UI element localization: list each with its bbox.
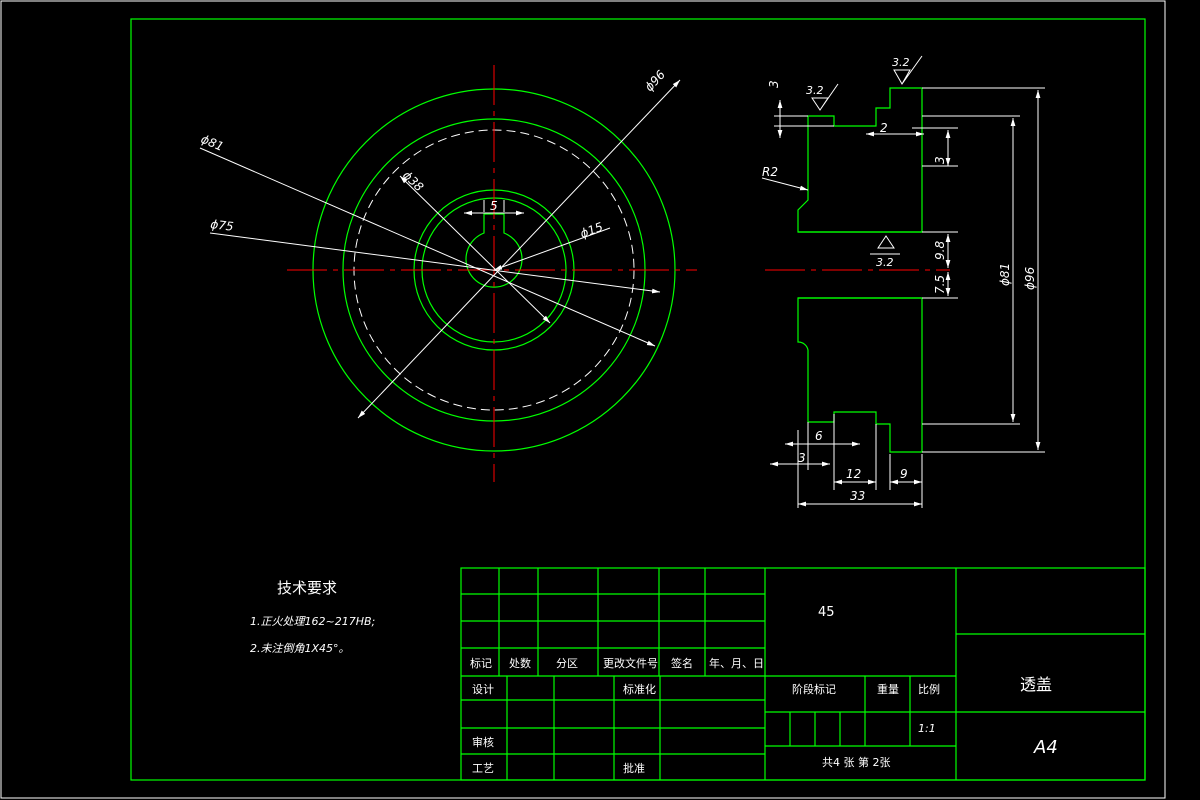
dim-side-d81: ϕ81 (998, 263, 1012, 286)
leader-r2 (761, 177, 809, 191)
dim-b6: 6 (815, 429, 823, 443)
section-upper (797, 87, 923, 233)
tb-scale: 比例 (918, 682, 940, 696)
roughness-left-symbol (811, 83, 839, 111)
dim-b33: 33 (850, 489, 865, 503)
section-lower (797, 297, 923, 453)
tb-approve: 批准 (623, 761, 645, 775)
front-view: ϕ96 ϕ81 ϕ75 ϕ38 ϕ15 5 (199, 65, 697, 482)
tb-weight: 重量 (877, 682, 899, 696)
roughness-top: 3.2 (892, 56, 910, 69)
dim-d38: ϕ38 (400, 168, 427, 194)
outer-border (0, 0, 1166, 799)
side-view: ϕ96 ϕ81 9.8 7.5 3 3 2 R2 3.2 3.2 3.2 6 (761, 55, 1045, 508)
tb-design: 设计 (472, 683, 494, 696)
tb-header-zone: 分区 (556, 657, 578, 670)
tb-scale-value: 1:1 (918, 722, 936, 735)
dim-r2: R2 (762, 165, 778, 179)
dim-key-width: 5 (490, 199, 498, 213)
dim-top-3: 3 (767, 80, 781, 88)
tb-header-docno: 更改文件号 (603, 656, 658, 670)
roughness-bore: 3.2 (876, 256, 894, 269)
dim-side-75: 7.5 (933, 275, 947, 294)
dim-d96: ϕ96 (642, 67, 668, 94)
dim-top-2: 2 (880, 121, 888, 135)
leader-d15 (493, 227, 611, 271)
tech-req-item-1: 1.正火处理162~217HB; (250, 615, 375, 628)
tb-header-mark: 标记 (470, 656, 492, 670)
roughness-left: 3.2 (806, 84, 824, 97)
dim-b12: 12 (846, 467, 861, 481)
dim-side-d96: ϕ96 (1023, 266, 1037, 290)
tb-sheets: 共4 张 第 2张 (822, 755, 891, 769)
tb-review: 审核 (472, 735, 494, 749)
tb-process: 工艺 (472, 762, 494, 775)
title-block-frame (460, 567, 1146, 781)
dim-b3: 3 (798, 451, 806, 465)
roughness-bore-symbol (877, 235, 895, 249)
tb-standardize: 标准化 (623, 682, 656, 696)
leader-d38 (399, 175, 551, 324)
tech-req-title: 技术要求 (277, 579, 337, 597)
dim-d15: ϕ15 (578, 220, 605, 241)
tb-header-count: 处数 (509, 657, 531, 670)
tb-part-name: 透盖 (1020, 675, 1052, 694)
roughness-top-symbol (893, 55, 923, 86)
dim-side-right3: 3 (933, 156, 947, 164)
tech-requirements: 技术要求 1.正火处理162~217HB; 2.未注倒角1X45°。 (250, 579, 375, 655)
title-block: 标记 处数 分区 更改文件号 签名 年、月、日 设计 标准化 审核 工艺 批准 … (460, 567, 1146, 781)
dim-b9: 9 (900, 467, 908, 481)
tb-header-date: 年、月、日 (709, 656, 764, 670)
dim-d75: ϕ75 (210, 217, 235, 234)
tech-req-item-2: 2.未注倒角1X45°。 (250, 642, 350, 655)
tb-stage-mark: 阶段标记 (792, 682, 836, 696)
tb-material: 45 (818, 605, 835, 620)
tb-paper-size: A4 (1033, 737, 1058, 758)
tb-header-sign: 签名 (671, 656, 693, 670)
leader-d96 (357, 79, 681, 419)
dim-d81: ϕ81 (199, 132, 226, 154)
dim-side-98: 9.8 (933, 241, 947, 260)
leader-d75 (209, 232, 661, 294)
